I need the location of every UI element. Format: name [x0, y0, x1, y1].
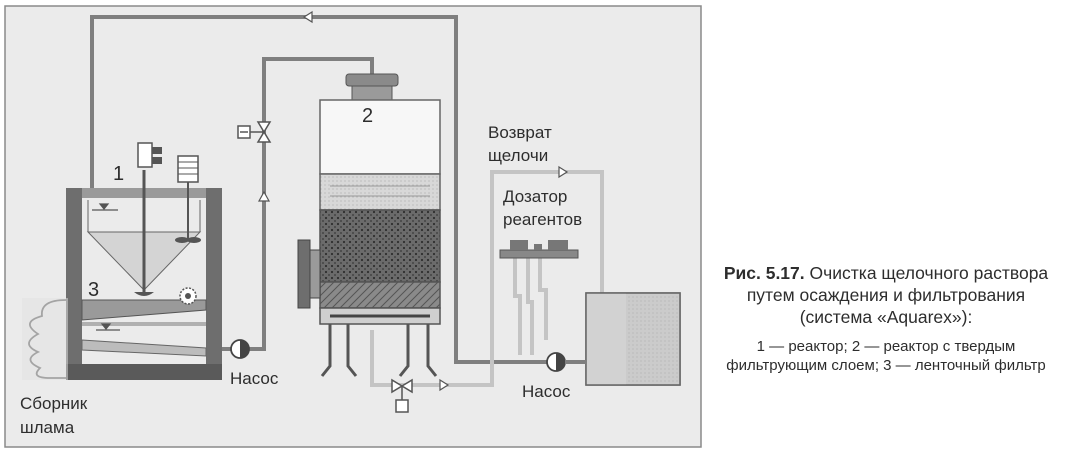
flow-arrow-icon: [257, 10, 569, 392]
motor-icon: [175, 155, 201, 243]
label-return-alkali-1: Возврат: [488, 123, 552, 142]
caption-legend: 1 — реактор; 2 — реактор с твердым фильт…: [726, 338, 1046, 374]
caption-title: Рис. 5.17. Очистка щелочного раствора пу…: [710, 262, 1062, 328]
label-dosing-1: Дозатор: [503, 187, 567, 206]
filter-drive-icon: [179, 287, 197, 305]
valve-icon: [237, 121, 272, 143]
drain-valve-icon: [391, 378, 413, 413]
figure-number: Рис. 5.17.: [723, 263, 805, 283]
alkali-tank: [585, 292, 681, 386]
label-pump-right: Насос: [522, 382, 571, 401]
reactor-1-tank: [66, 188, 222, 380]
label-filter-3: 3: [88, 279, 99, 301]
alkali-return-pipe: [370, 170, 604, 387]
reagent-dosing-unit: [499, 240, 579, 259]
label-pump-left: Насос: [230, 369, 279, 388]
pump-icon: [230, 339, 566, 372]
agitator: [134, 142, 162, 296]
sludge-collector: [22, 298, 68, 380]
label-dosing-2: реагентов: [503, 210, 582, 229]
label-return-alkali-2: щелочи: [488, 146, 548, 165]
label-sludge-2: шлама: [20, 418, 75, 437]
liquid-level-icon: [92, 203, 120, 331]
reactor-2-column: [297, 73, 441, 377]
label-reactor-1: 1: [113, 163, 124, 185]
figure-caption: Рис. 5.17. Очистка щелочного раствора пу…: [710, 262, 1062, 375]
label-sludge-1: Сборник: [20, 394, 88, 413]
caption-title-text: Очистка щелочного раствора путем осажден…: [746, 263, 1049, 327]
label-reactor-2: 2: [362, 105, 373, 127]
